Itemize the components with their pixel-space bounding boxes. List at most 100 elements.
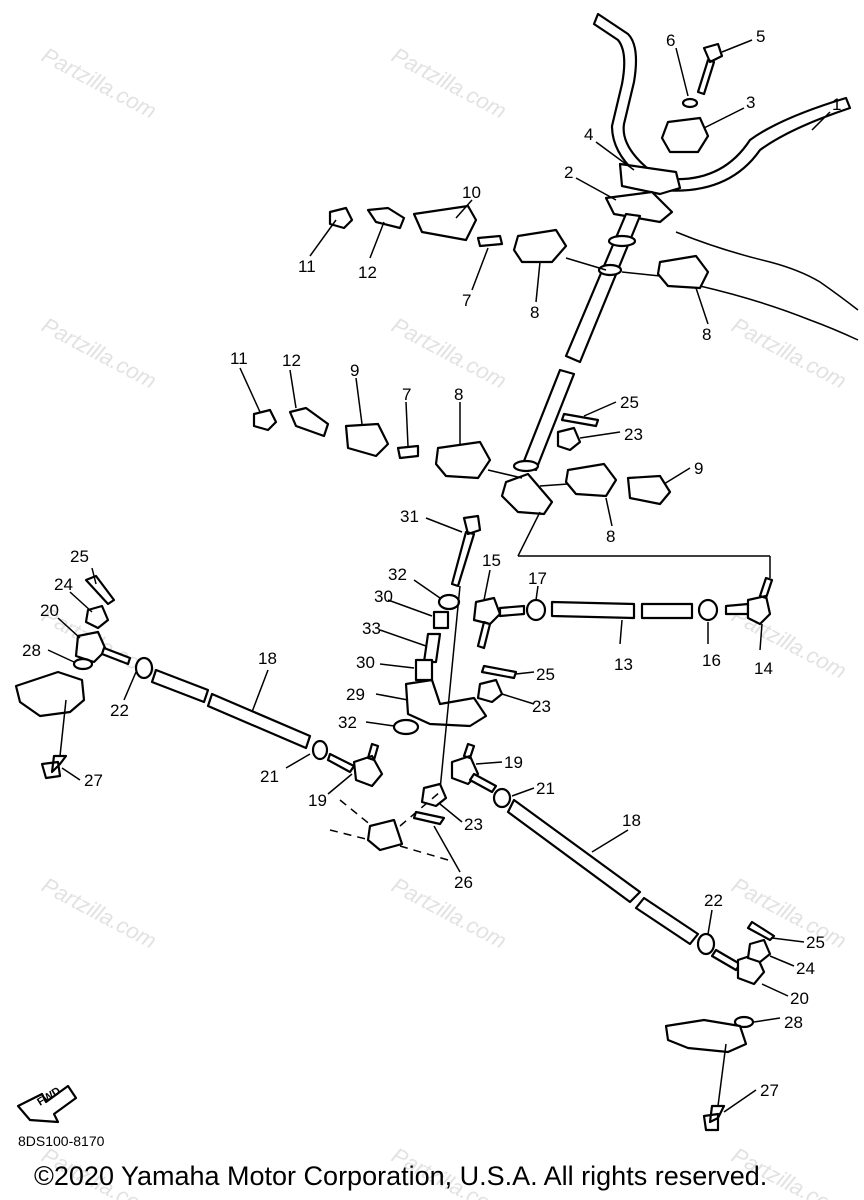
tie-rod-end — [352, 742, 384, 788]
callout-9: 9 — [350, 361, 359, 380]
watermark: Partzilla.com — [728, 312, 851, 393]
pitman-arm — [404, 678, 488, 728]
callout-30: 30 — [374, 587, 393, 606]
pin — [396, 444, 420, 460]
callout-7: 7 — [402, 385, 411, 404]
locknut — [311, 739, 329, 761]
column-collar — [512, 459, 540, 473]
cotter-pin-link — [288, 406, 330, 438]
cotter-pin — [746, 920, 776, 942]
callout-1: 1 — [832, 95, 841, 114]
nut — [328, 206, 354, 230]
watermark: Partzilla.com — [388, 312, 511, 393]
callout-26: 26 — [454, 873, 473, 892]
callout-15: 15 — [482, 551, 501, 570]
callout-27: 27 — [760, 1081, 779, 1100]
callout-16: 16 — [702, 651, 721, 670]
column-collar — [597, 263, 623, 277]
callout-31: 31 — [400, 507, 419, 526]
callout-25: 25 — [70, 547, 89, 566]
callout-22: 22 — [704, 891, 723, 910]
callout-14: 14 — [754, 659, 773, 678]
link-plate — [344, 422, 390, 458]
callout-8: 8 — [454, 385, 463, 404]
callout-19: 19 — [308, 791, 327, 810]
mount-boss — [366, 818, 404, 852]
column-holder-middle-right — [564, 462, 618, 498]
callout-13: 13 — [614, 655, 633, 674]
handlebar-clamp-lower — [618, 162, 682, 196]
callout-25: 25 — [806, 933, 825, 952]
watermark: Partzilla.com — [388, 872, 511, 953]
callout-12: 12 — [358, 263, 377, 282]
tie-rod-end-thread — [100, 646, 132, 666]
callout-8: 8 — [606, 527, 615, 546]
link-plate — [626, 474, 672, 506]
nut — [476, 678, 504, 704]
frame-outline — [675, 231, 859, 311]
collar — [414, 658, 434, 682]
knuckle-arm — [14, 670, 86, 718]
locknut — [697, 598, 719, 622]
locknut — [492, 787, 512, 809]
bolt — [450, 514, 482, 588]
callout-8: 8 — [702, 325, 711, 344]
callout-33: 33 — [362, 619, 381, 638]
pin — [476, 234, 504, 248]
callout-32: 32 — [388, 565, 407, 584]
callout-20: 20 — [40, 601, 59, 620]
callout-32: 32 — [338, 713, 357, 732]
callout-22: 22 — [110, 701, 129, 720]
callout-11: 11 — [298, 257, 316, 276]
callout-9: 9 — [694, 459, 703, 478]
callout-23: 23 — [532, 697, 551, 716]
callout-3: 3 — [746, 93, 755, 112]
watermark: Partzilla.com — [388, 42, 511, 123]
holder-plate — [412, 204, 478, 242]
callout-24: 24 — [54, 575, 73, 594]
callout-10: 10 — [462, 183, 481, 202]
washer — [437, 593, 461, 611]
tie-rod-end-thread — [724, 602, 750, 616]
tie-rod-end-thread — [498, 604, 526, 618]
cotter-pin — [560, 412, 600, 428]
knuckle-arm — [664, 1018, 748, 1054]
callout-12: 12 — [282, 351, 301, 370]
callout-29: 29 — [346, 685, 365, 704]
locknut — [134, 656, 154, 680]
copyright-notice: ©2020 Yamaha Motor Corporation, U.S.A. A… — [34, 1161, 768, 1191]
column-lower-bracket — [500, 472, 554, 516]
callout-17: 17 — [528, 569, 547, 588]
tie-rod-end-thread — [468, 772, 498, 794]
callout-30: 30 — [356, 653, 375, 672]
callout-21: 21 — [260, 767, 279, 786]
callout-25: 25 — [536, 665, 555, 684]
tie-rod-end — [746, 576, 774, 626]
bolt — [40, 754, 68, 780]
cotter-pin-link — [366, 206, 406, 230]
callout-18: 18 — [622, 811, 641, 830]
callout-5: 5 — [756, 27, 765, 46]
callout-6: 6 — [666, 31, 675, 50]
callout-11: 11 — [230, 349, 248, 368]
collar — [432, 610, 450, 630]
callout-4: 4 — [584, 125, 593, 144]
watermark: Partzilla.com — [38, 872, 161, 953]
callout-24: 24 — [796, 959, 815, 978]
handlebar-holder-plate — [604, 190, 674, 224]
column-holder-upper-left — [512, 228, 568, 264]
diagram-code: 8DS100-8170 — [18, 1133, 105, 1149]
nut — [420, 782, 448, 808]
callout-27: 27 — [84, 771, 103, 790]
leader-lines — [47, 39, 831, 1113]
tie-rod — [506, 798, 642, 904]
callout-23: 23 — [464, 815, 483, 834]
callout-23: 23 — [624, 425, 643, 444]
drag-link-rod — [550, 600, 636, 620]
nut — [252, 408, 278, 432]
callout-labels: 1 2 3 4 5 6 7 8 8 10 11 12 11 12 9 7 8 2… — [22, 27, 841, 1100]
handlebar — [592, 12, 852, 192]
cotter-pin — [412, 810, 446, 826]
column-holder-middle-left — [434, 440, 492, 480]
